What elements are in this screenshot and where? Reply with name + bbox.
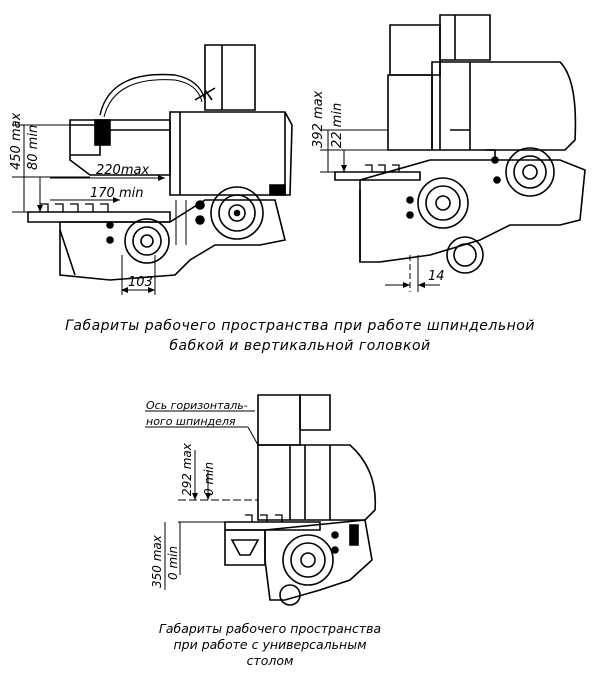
dimension-labels-bottom: Ось горизонталь- ного шпинделя 292 max 0…: [146, 399, 248, 588]
caption-bottom-line2: при работе с универсальным: [174, 637, 367, 652]
dimensions-top-right: [320, 129, 440, 292]
dim-350-max: 350 max: [150, 534, 164, 588]
dimension-labels-top-right: 392 max 22 min 14: [311, 90, 445, 284]
caption-bottom-line1: Габариты рабочего пространства: [159, 621, 381, 636]
caption-bottom-line3: столом: [247, 653, 294, 668]
dim-292-max: 292 max: [180, 442, 194, 496]
dim-0-min-lower: 0 min: [166, 546, 180, 580]
figure-bottom: [224, 394, 377, 606]
axis-label-line2: ного шпинделя: [146, 415, 236, 428]
dim-392-max: 392 max: [311, 90, 326, 148]
dimensions-bottom: [145, 410, 259, 590]
dimension-labels-top-left: 450 max 80 min 220max 170 min 103: [9, 112, 153, 290]
dim-103: 103: [128, 275, 153, 290]
dim-14: 14: [428, 269, 445, 284]
figure-top-right: [334, 14, 586, 274]
caption-bottom: Габариты рабочего пространства при работ…: [159, 621, 381, 668]
axis-label-line1: Ось горизонталь-: [146, 399, 248, 412]
dim-80-min: 80 min: [26, 125, 41, 170]
dimensions-top-left: [12, 124, 165, 295]
dim-0-min-upper: 0 min: [202, 462, 216, 496]
figure-top-left: [27, 44, 293, 281]
caption-top: Габариты рабочего пространства при работ…: [65, 318, 535, 354]
dim-450-max: 450 max: [9, 112, 24, 170]
dim-170-min: 170 min: [90, 186, 143, 201]
caption-top-line1: Габариты рабочего пространства при работ…: [65, 318, 535, 334]
dim-220-max: 220max: [96, 163, 149, 178]
dim-22-min: 22 min: [330, 103, 345, 148]
caption-top-line2: бабкой и вертикальной головкой: [169, 338, 430, 354]
